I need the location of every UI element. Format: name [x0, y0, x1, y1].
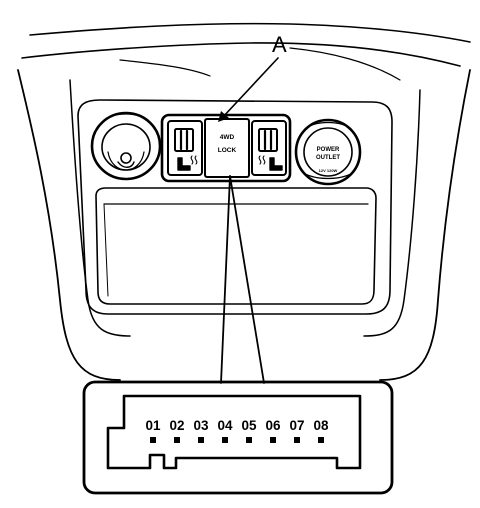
pin-terminal	[174, 437, 180, 443]
pin-label-04: 04	[217, 418, 233, 433]
power-outlet-label-line2: OUTLET	[316, 155, 340, 161]
pin-terminal	[150, 437, 156, 443]
pin-terminal	[270, 437, 276, 443]
pin-terminal	[318, 437, 324, 443]
pin-terminal	[294, 437, 300, 443]
console-outline-left	[17, 69, 121, 381]
pin-label-01: 01	[145, 418, 161, 433]
power-outlet-label-line3: 12V 120W	[319, 168, 338, 173]
connector-pins: 01 02 03 04 05 06 07 08	[145, 418, 329, 443]
console-outline-left-inner	[69, 79, 131, 337]
cigar-lighter	[90, 111, 162, 181]
console-bezel	[77, 99, 393, 315]
pin-terminal	[222, 437, 228, 443]
pin-terminal	[198, 437, 204, 443]
heated-seat-icon	[258, 155, 283, 171]
connector-leader-left	[220, 175, 231, 384]
pin-label-03: 03	[193, 418, 209, 433]
connector-outer-shell	[82, 380, 394, 495]
callout-arrowhead	[218, 111, 229, 122]
heated-seat-icon	[177, 155, 198, 171]
pin-label-02: 02	[169, 418, 184, 433]
callout-label: A	[272, 32, 287, 57]
switch-panel-housing	[160, 113, 292, 183]
pin-label-05: 05	[241, 418, 257, 433]
four-wd-label-line1: 4WD	[220, 134, 235, 141]
right-heated-seat-switch	[251, 120, 287, 176]
dash-outline-lower	[21, 42, 461, 67]
four-wd-label-line2: LOCK	[218, 147, 237, 154]
connector-leader-right	[229, 175, 265, 384]
four-wd-lock-switch	[204, 118, 250, 178]
left-heated-seat-switch	[167, 120, 203, 176]
dash-vent-curve	[119, 59, 211, 77]
connector-inner-housing	[106, 394, 362, 470]
dash-right-curve	[289, 47, 401, 81]
callout-leader-line	[221, 57, 279, 119]
storage-tray	[95, 187, 377, 305]
pin-label-06: 06	[265, 418, 281, 433]
console-outline-right-inner	[363, 89, 421, 337]
pin-label-07: 07	[289, 418, 304, 433]
pin-label-08: 08	[313, 418, 329, 433]
dash-outline-upper	[29, 22, 471, 43]
console-outline-right	[379, 69, 471, 381]
pin-terminal	[246, 437, 252, 443]
power-outlet	[294, 118, 362, 186]
storage-tray-inner-left	[103, 203, 109, 297]
power-outlet-label-line1: POWER	[317, 147, 340, 153]
